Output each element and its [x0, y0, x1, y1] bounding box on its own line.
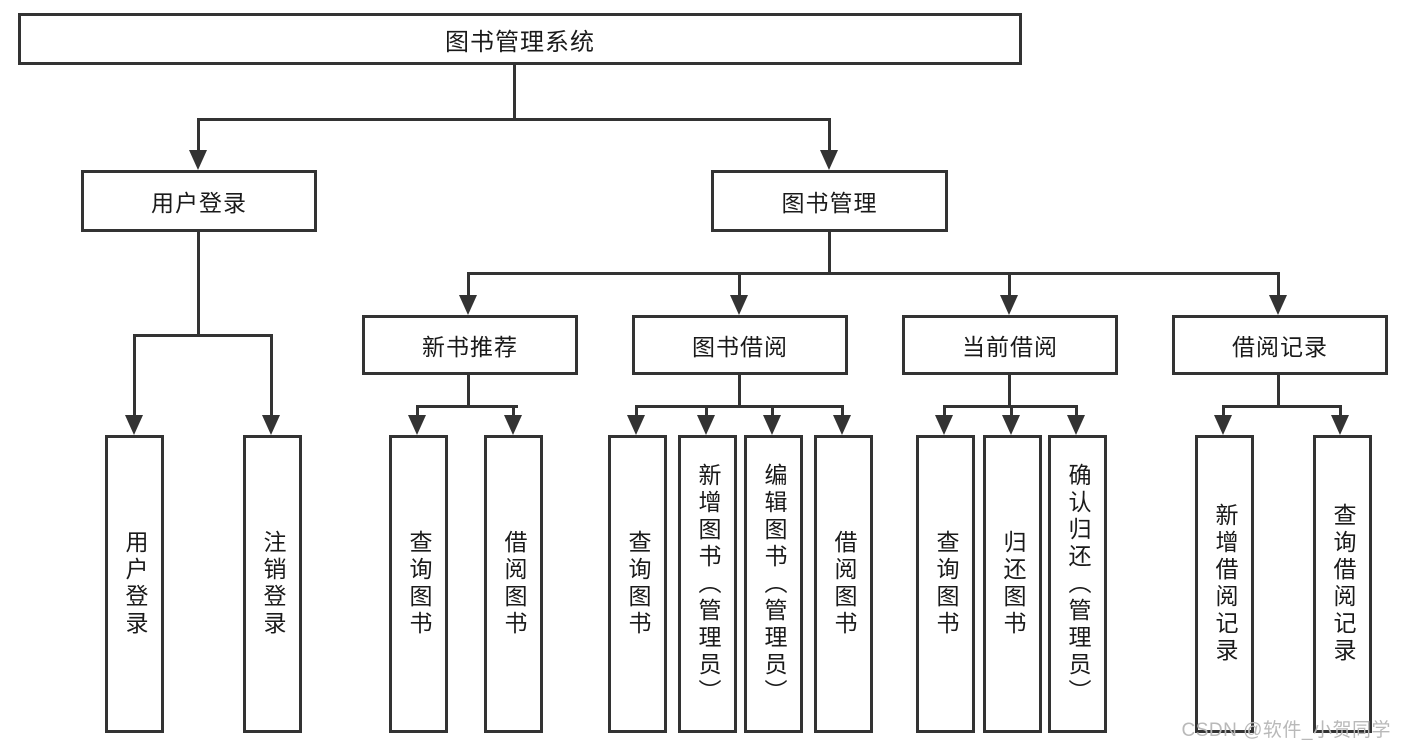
- node-leaf-edit-book: 编辑图书（管理员）: [744, 435, 803, 733]
- node-label: 查询借阅记录: [1330, 503, 1356, 665]
- connector-user-login-leaf-1: [133, 334, 136, 415]
- connector-root-to-book-management: [828, 118, 831, 150]
- arrowhead-book-borrow-leaf-2: [697, 415, 715, 435]
- connector-user-login-stem: [197, 232, 200, 334]
- connector-new-book-stem: [467, 375, 470, 405]
- node-label: 用户登录: [122, 530, 148, 638]
- connector-bm-to-book-borrow: [738, 272, 741, 295]
- arrowhead-book-borrow-leaf-3: [763, 415, 781, 435]
- connector-bm-to-borrow-record: [1277, 272, 1280, 295]
- connector-new-book-leaf-1: [416, 405, 419, 415]
- connector-book-management-bus: [467, 272, 1280, 275]
- node-label: 查询图书: [625, 530, 651, 638]
- node-label: 新增图书（管理员）: [695, 462, 721, 706]
- connector-root-to-user-login: [197, 118, 200, 150]
- node-book-management-system: 图书管理系统: [18, 13, 1022, 65]
- connector-current-borrow-leaf-1: [943, 405, 946, 415]
- connector-new-book-bus: [416, 405, 518, 408]
- connector-current-borrow-stem: [1008, 375, 1011, 405]
- node-leaf-confirm-return: 确认归还（管理员）: [1048, 435, 1107, 733]
- node-label: 当前借阅: [962, 334, 1058, 360]
- node-leaf-logout-login: 注销登录: [243, 435, 302, 733]
- node-label: 图书借阅: [692, 334, 788, 360]
- connector-borrow-record-stem: [1277, 375, 1280, 405]
- connector-user-login-leaf-2: [270, 334, 273, 415]
- node-label: 归还图书: [1000, 530, 1026, 638]
- connector-bm-to-new-book: [467, 272, 470, 295]
- node-label: 确认归还（管理员）: [1065, 462, 1091, 706]
- connector-current-borrow-leaf-2: [1010, 405, 1013, 415]
- node-label: 借阅图书: [501, 530, 527, 638]
- connector-new-book-leaf-2: [512, 405, 515, 415]
- arrowhead-current-borrow-leaf-2: [1002, 415, 1020, 435]
- node-new-book-recommend: 新书推荐: [362, 315, 578, 375]
- node-user-login: 用户登录: [81, 170, 317, 232]
- node-borrow-record: 借阅记录: [1172, 315, 1388, 375]
- node-book-borrow: 图书借阅: [632, 315, 848, 375]
- connector-book-borrow-leaf-4: [841, 405, 844, 415]
- node-leaf-borrow-book-2: 借阅图书: [814, 435, 873, 733]
- node-label: 借阅记录: [1232, 334, 1328, 360]
- arrowhead-bm-to-book-borrow: [730, 295, 748, 315]
- arrowhead-bm-to-new-book: [459, 295, 477, 315]
- connector-bm-to-current-borrow: [1008, 272, 1011, 295]
- node-leaf-query-book-1: 查询图书: [389, 435, 448, 733]
- connector-book-borrow-bus: [635, 405, 842, 408]
- arrowhead-book-borrow-leaf-4: [833, 415, 851, 435]
- arrowhead-user-login-leaf-1: [125, 415, 143, 435]
- connector-book-borrow-leaf-1: [635, 405, 638, 415]
- arrowhead-bm-to-current-borrow: [1000, 295, 1018, 315]
- connector-user-login-bus: [133, 334, 272, 337]
- connector-borrow-record-leaf-1: [1222, 405, 1225, 415]
- connector-current-borrow-leaf-3: [1075, 405, 1078, 415]
- node-book-management: 图书管理: [711, 170, 948, 232]
- node-label: 新书推荐: [422, 334, 518, 360]
- arrowhead-borrow-record-leaf-2: [1331, 415, 1349, 435]
- node-leaf-query-book-2: 查询图书: [608, 435, 667, 733]
- connector-root-bus: [197, 118, 831, 121]
- arrowhead-borrow-record-leaf-1: [1214, 415, 1232, 435]
- connector-borrow-record-leaf-2: [1339, 405, 1342, 415]
- node-leaf-return-book: 归还图书: [983, 435, 1042, 733]
- node-leaf-user-login: 用户登录: [105, 435, 164, 733]
- arrowhead-bm-to-borrow-record: [1269, 295, 1287, 315]
- arrowhead-root-to-user-login: [189, 150, 207, 170]
- node-leaf-query-book-3: 查询图书: [916, 435, 975, 733]
- node-label: 编辑图书（管理员）: [761, 462, 787, 706]
- node-leaf-add-record: 新增借阅记录: [1195, 435, 1254, 733]
- connector-book-management-stem: [828, 232, 831, 272]
- arrowhead-root-to-book-management: [820, 150, 838, 170]
- node-label: 图书管理系统: [445, 28, 595, 56]
- connector-book-borrow-stem: [738, 375, 741, 405]
- node-label: 注销登录: [260, 530, 286, 638]
- arrowhead-new-book-leaf-1: [408, 415, 426, 435]
- node-label: 查询图书: [406, 530, 432, 638]
- node-label: 用户登录: [151, 190, 247, 216]
- node-label: 图书管理: [781, 190, 878, 216]
- node-leaf-borrow-book-1: 借阅图书: [484, 435, 543, 733]
- node-label: 借阅图书: [831, 530, 857, 638]
- node-label: 查询图书: [933, 530, 959, 638]
- arrowhead-current-borrow-leaf-1: [935, 415, 953, 435]
- watermark-text: CSDN @软件_小贺同学: [1181, 720, 1391, 741]
- connector-root-stem: [513, 65, 516, 118]
- node-label: 新增借阅记录: [1212, 503, 1238, 665]
- connector-book-borrow-leaf-2: [705, 405, 708, 415]
- arrowhead-user-login-leaf-2: [262, 415, 280, 435]
- connector-book-borrow-leaf-3: [771, 405, 774, 415]
- arrowhead-new-book-leaf-2: [504, 415, 522, 435]
- connector-borrow-record-bus: [1222, 405, 1342, 408]
- arrowhead-book-borrow-leaf-1: [627, 415, 645, 435]
- node-leaf-add-book: 新增图书（管理员）: [678, 435, 737, 733]
- node-current-borrow: 当前借阅: [902, 315, 1118, 375]
- arrowhead-current-borrow-leaf-3: [1067, 415, 1085, 435]
- node-leaf-query-record: 查询借阅记录: [1313, 435, 1372, 733]
